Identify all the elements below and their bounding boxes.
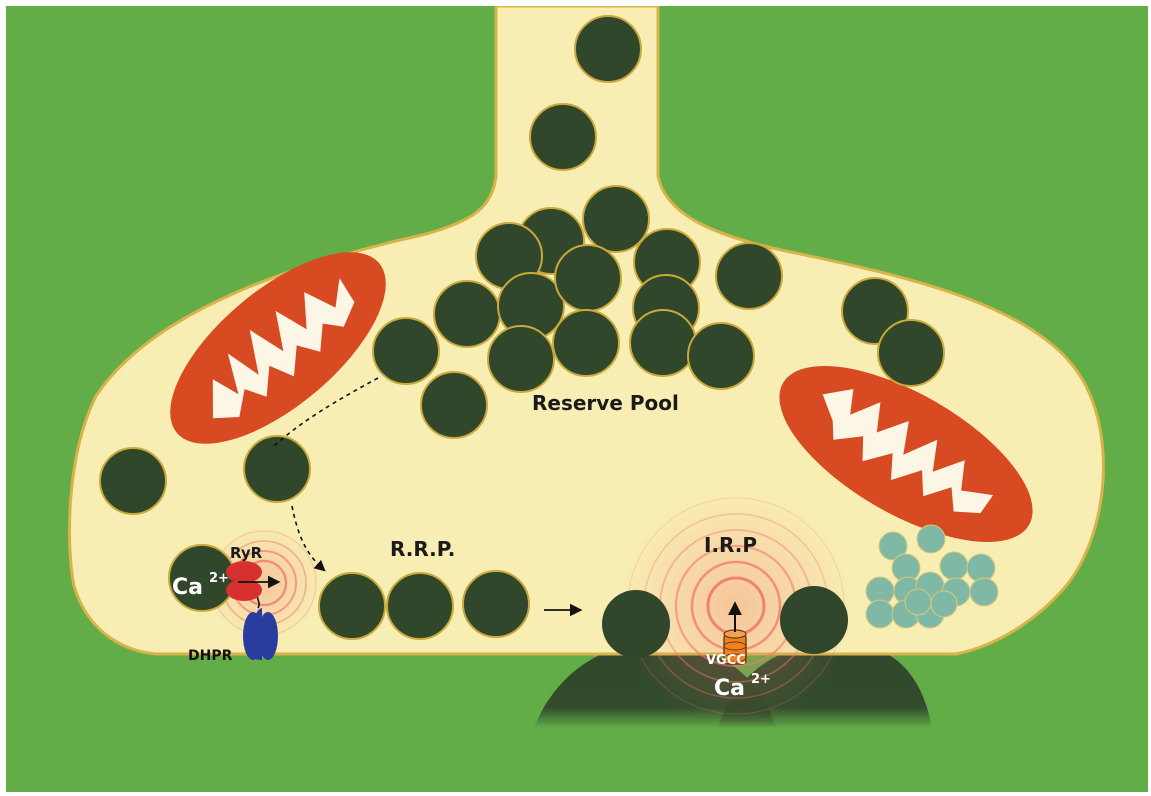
rrp-vesicle bbox=[463, 571, 529, 637]
ryr-label: RyR bbox=[230, 544, 263, 562]
rrp-vesicles bbox=[319, 571, 529, 639]
vesicle bbox=[530, 104, 596, 170]
synapse-diagram: Reserve Pool R.R.P. I.R.P RyR DHPR VGCC … bbox=[6, 6, 1148, 792]
irp-vesicle bbox=[602, 590, 670, 658]
ca-left-text: Ca bbox=[172, 575, 203, 600]
vesicle bbox=[555, 245, 621, 311]
rrp-vesicle bbox=[387, 573, 453, 639]
vesicle bbox=[100, 448, 166, 514]
vesicle bbox=[421, 372, 487, 438]
ca-left-charge: 2+ bbox=[209, 571, 229, 586]
rrp-label: R.R.P. bbox=[390, 537, 455, 561]
vesicle bbox=[488, 326, 554, 392]
reserve-pool-label: Reserve Pool bbox=[532, 391, 679, 415]
vesicle bbox=[553, 310, 619, 376]
vesicle bbox=[583, 186, 649, 252]
dhpr-label: DHPR bbox=[188, 648, 233, 664]
vesicle bbox=[878, 320, 944, 386]
vesicle bbox=[716, 243, 782, 309]
vesicle bbox=[575, 16, 641, 82]
vesicle bbox=[630, 310, 696, 376]
rrp-vesicle bbox=[319, 573, 385, 639]
ca-right-charge: 2+ bbox=[751, 672, 771, 687]
irp-vesicle bbox=[780, 586, 848, 654]
irp-label: I.R.P bbox=[704, 533, 757, 557]
vesicle bbox=[373, 318, 439, 384]
ca-right-text: Ca bbox=[714, 676, 745, 701]
vesicle bbox=[434, 281, 500, 347]
vesicle bbox=[688, 323, 754, 389]
vesicle bbox=[244, 436, 310, 502]
vgcc-label: VGCC bbox=[706, 653, 746, 668]
